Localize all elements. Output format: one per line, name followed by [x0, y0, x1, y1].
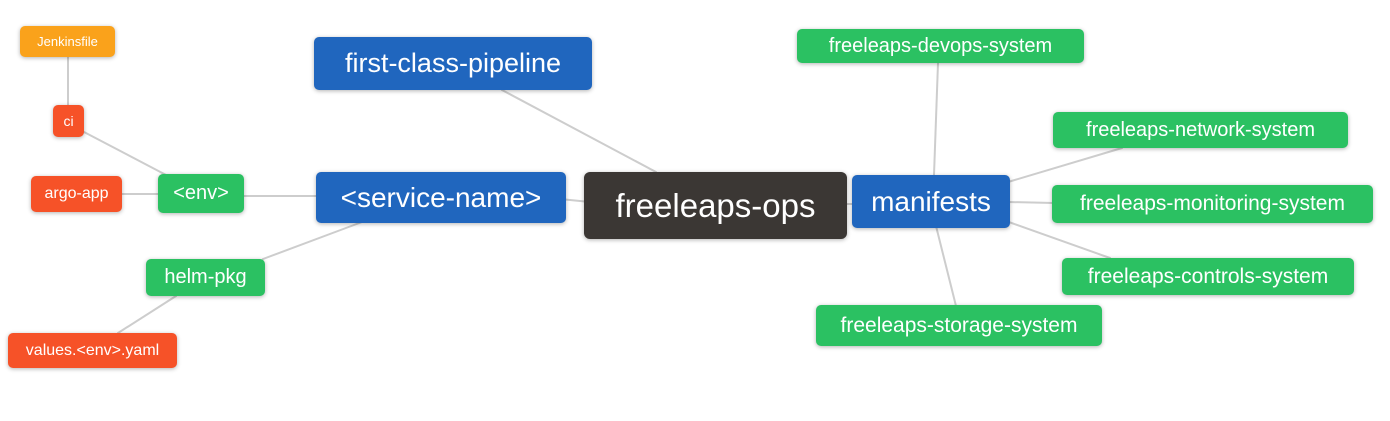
node-values-env-yaml[interactable]: values.<env>.yaml [8, 333, 177, 368]
edge-manifests-controls-system [1005, 220, 1111, 259]
node-freeleaps-devops-system[interactable]: freeleaps-devops-system [797, 29, 1084, 63]
edge-helm-pkg-service-name [262, 221, 363, 260]
edge-manifests-monitoring-system [1007, 201, 1055, 204]
node-freeleaps-storage-system[interactable]: freeleaps-storage-system [816, 305, 1102, 346]
edge-values-helm-pkg [117, 295, 177, 334]
node-helm-pkg[interactable]: helm-pkg [146, 259, 265, 296]
node-ci[interactable]: ci [53, 105, 84, 137]
node-manifests[interactable]: manifests [852, 175, 1010, 228]
node-argo-app[interactable]: argo-app [31, 176, 122, 212]
node-freeleaps-ops[interactable]: freeleaps-ops [584, 172, 847, 239]
node-jenkinsfile[interactable]: Jenkinsfile [20, 26, 115, 57]
edge-manifests-storage-system [935, 225, 957, 307]
node-env[interactable]: <env> [158, 174, 244, 213]
node-freeleaps-network-system[interactable]: freeleaps-network-system [1053, 112, 1348, 148]
edge-manifests-devops-system [933, 62, 939, 176]
node-first-class-pipeline[interactable]: first-class-pipeline [314, 37, 592, 90]
node-freeleaps-monitoring-system[interactable]: freeleaps-monitoring-system [1052, 185, 1373, 223]
node-service-name[interactable]: <service-name> [316, 172, 566, 223]
node-freeleaps-controls-system[interactable]: freeleaps-controls-system [1062, 258, 1354, 295]
edge-pipeline-freeleaps-ops [501, 89, 657, 173]
edge-manifests-network-system [1007, 147, 1123, 183]
edge-ci-env [83, 131, 169, 177]
